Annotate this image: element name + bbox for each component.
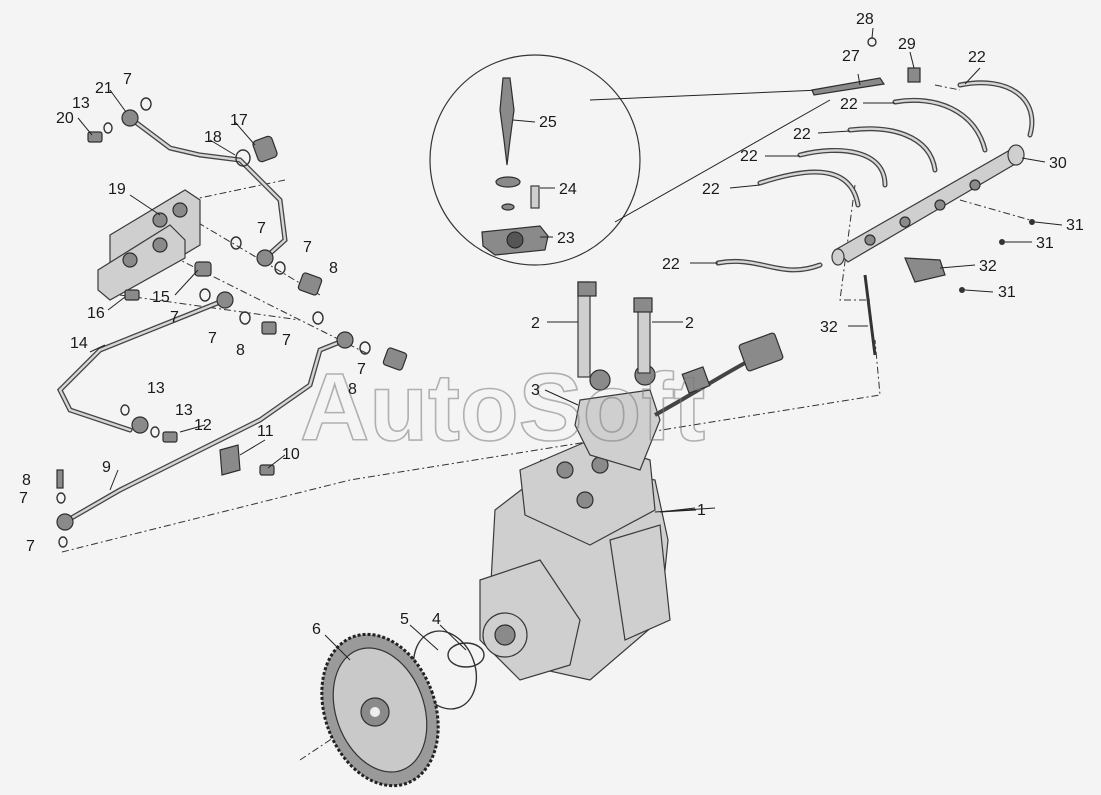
callout-22b: 22 <box>740 148 758 165</box>
callout-22c: 22 <box>793 126 811 143</box>
callout-7d: 7 <box>170 309 179 326</box>
callout-25: 25 <box>539 114 557 131</box>
callout-8b: 8 <box>236 342 245 359</box>
callout-10: 10 <box>282 446 300 463</box>
callout-27: 27 <box>842 48 860 65</box>
callout-24: 24 <box>559 181 577 198</box>
callout-13b: 13 <box>147 380 165 397</box>
callout-labels: 1 2 2 3 4 5 6 7 7 7 7 7 7 7 7 7 8 8 8 8 … <box>19 11 1084 638</box>
callout-3: 3 <box>531 382 540 399</box>
leader-lines <box>77 27 1063 661</box>
callout-12: 12 <box>194 417 212 434</box>
callout-9: 9 <box>102 459 111 476</box>
callout-7i: 7 <box>26 538 35 555</box>
callout-2a: 2 <box>531 315 540 332</box>
callout-7c: 7 <box>303 239 312 256</box>
callout-2b: 2 <box>685 315 694 332</box>
fuel-rail-assembly <box>715 37 1035 356</box>
callout-7f: 7 <box>282 332 291 349</box>
callout-22e: 22 <box>968 49 986 66</box>
callout-8a: 8 <box>329 260 338 277</box>
fuel-pump-1 <box>412 281 784 710</box>
callout-17: 17 <box>230 112 248 129</box>
callout-32a: 32 <box>979 258 997 275</box>
callout-30: 30 <box>1049 155 1067 172</box>
callout-15: 15 <box>152 289 170 306</box>
callout-8c: 8 <box>348 381 357 398</box>
callout-7h: 7 <box>19 490 28 507</box>
callout-7e: 7 <box>208 330 217 347</box>
callout-22a: 22 <box>702 181 720 198</box>
callout-19: 19 <box>108 181 126 198</box>
callout-31c: 31 <box>998 284 1016 301</box>
callout-11: 11 <box>257 423 274 440</box>
callout-14: 14 <box>70 335 88 352</box>
callout-6: 6 <box>312 621 321 638</box>
callout-20: 20 <box>56 110 74 127</box>
callout-13c: 13 <box>175 402 193 419</box>
callout-1: 1 <box>697 502 706 519</box>
callout-23: 23 <box>557 230 575 247</box>
callout-28: 28 <box>856 11 874 28</box>
callout-32b: 32 <box>820 319 838 336</box>
callout-29: 29 <box>898 36 916 53</box>
left-pipe-assembly <box>56 97 408 548</box>
callout-7b: 7 <box>257 220 266 237</box>
callout-8d: 8 <box>22 472 31 489</box>
watermark-text: AutoSoft <box>300 354 705 461</box>
bracket-23 <box>481 225 549 256</box>
callout-13a: 13 <box>72 95 90 112</box>
glow-plug-25 <box>499 77 515 166</box>
callout-4: 4 <box>432 611 441 628</box>
callout-16: 16 <box>87 305 105 322</box>
callout-31b: 31 <box>1036 235 1054 252</box>
callout-31a: 31 <box>1066 217 1084 234</box>
callout-22d: 22 <box>840 96 858 113</box>
drive-gear-6 <box>320 632 440 788</box>
callout-7a: 7 <box>123 71 132 88</box>
callout-21: 21 <box>95 80 113 97</box>
detail-view <box>429 54 831 266</box>
callout-18: 18 <box>204 129 222 146</box>
callout-22f: 22 <box>662 256 680 273</box>
callout-5: 5 <box>400 611 409 628</box>
callout-7g: 7 <box>357 361 366 378</box>
